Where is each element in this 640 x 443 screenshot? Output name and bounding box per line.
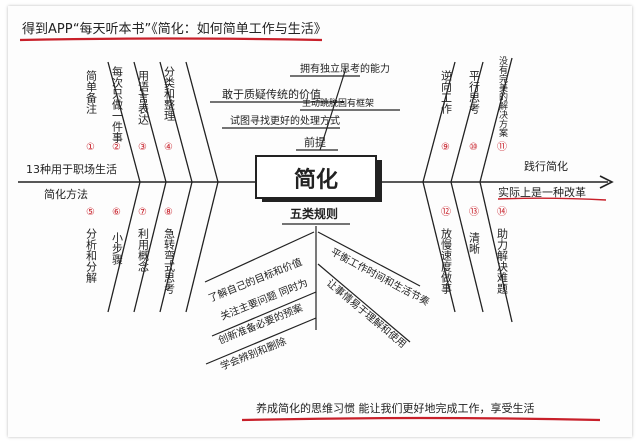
method-bottom-right-3: 助力解决难题 xyxy=(496,227,509,294)
rib-bottom-right-2 xyxy=(450,181,484,313)
rules-label: 五类规则 xyxy=(290,206,338,221)
method-top-left-2: 每次只做一件事 xyxy=(111,65,124,143)
method-bottom-right-2-num: ⑬ xyxy=(469,206,479,218)
premise-1: 拥有独立思考的能力 xyxy=(300,62,390,75)
rib-bottom-left-3 xyxy=(159,181,193,313)
method-top-left-3: 用语言表达 xyxy=(137,70,150,125)
rule-left-line-2 xyxy=(211,291,317,337)
footer-underline xyxy=(241,416,601,422)
method-top-left-1: 简单备注 xyxy=(85,69,98,114)
right-label-line-1: 践行简化 xyxy=(524,159,568,173)
method-bottom-left-4: 急转弯式思考 xyxy=(163,227,176,295)
method-bottom-left-3-num: ⑦ xyxy=(138,207,147,218)
method-bottom-left-4-num: ⑧ xyxy=(164,207,173,218)
method-bottom-left-3: 利用概念 xyxy=(137,228,150,272)
rib-top-left-4 xyxy=(185,61,219,183)
method-top-right-3-num: ⑪ xyxy=(497,141,507,153)
method-top-right-1: 逆向工作 xyxy=(440,69,453,114)
method-top-right-3: 没有完美的解决方案 xyxy=(497,56,508,138)
rule-left-line-1 xyxy=(204,231,315,283)
method-bottom-left-1: 分析和分解 xyxy=(85,228,98,284)
method-top-left-4: 分类和整理 xyxy=(163,66,176,121)
method-bottom-right-2: 清晰 xyxy=(468,232,481,255)
center-title: 简化 xyxy=(294,167,338,193)
right-label-line-2: 实际上是一种改革 xyxy=(498,185,586,199)
premise-3: 主动跳脱固有框架 xyxy=(302,97,374,109)
rib-bottom-left-2 xyxy=(133,181,167,313)
method-top-right-2: 平行思考 xyxy=(468,70,481,115)
rib-top-right-1 xyxy=(422,61,456,183)
rib-top-left-2 xyxy=(133,61,167,183)
rib-bottom-left-1 xyxy=(107,181,141,313)
method-top-left-2-num: ② xyxy=(112,142,121,153)
method-bottom-left-1-num: ⑤ xyxy=(86,207,95,218)
rule-right-line-1 xyxy=(317,231,421,287)
right-label-underline xyxy=(497,197,607,201)
premise-2: 敢于质疑传统的价值 xyxy=(222,87,321,101)
method-bottom-right-1: 放慢速度做事 xyxy=(440,227,453,294)
method-bottom-right-1-num: ⑫ xyxy=(441,206,451,218)
center-box xyxy=(255,155,377,199)
footer-text: 养成简化的思维习惯 能让我们更好地完成工作，享受生活 xyxy=(256,401,535,415)
rib-bottom-left-4 xyxy=(185,181,219,313)
method-top-right-1-num: ⑨ xyxy=(441,142,450,153)
method-bottom-left-2-num: ⑥ xyxy=(112,207,121,218)
rib-bottom-right-1 xyxy=(422,181,456,313)
rule-left-line-3 xyxy=(205,317,317,365)
method-bottom-right-3-num: ⑭ xyxy=(497,206,507,218)
spine-arrow xyxy=(599,175,614,189)
rule-right-line-2 xyxy=(317,263,411,343)
left-label-line-1: 13种用于职场生活 xyxy=(26,162,117,176)
premise-label: 前提 xyxy=(304,135,326,149)
premise-4: 试图寻找更好的处理方式 xyxy=(230,114,340,127)
rib-top-left-1 xyxy=(107,61,141,183)
method-top-left-4-num: ④ xyxy=(164,142,173,153)
left-label-line-2: 简化方法 xyxy=(44,187,88,201)
method-top-left-1-num: ① xyxy=(86,142,95,153)
rib-top-right-3 xyxy=(479,57,513,183)
premise-stem xyxy=(319,67,347,151)
header-title: 得到APP“每天听本书”《简化：如何简单工作与生活》 xyxy=(22,21,327,37)
method-top-right-2-num: ⑩ xyxy=(469,142,478,153)
header-underline xyxy=(19,37,323,42)
rib-bottom-right-3 xyxy=(479,181,513,323)
rib-top-left-3 xyxy=(159,61,193,183)
method-top-left-3-num: ③ xyxy=(138,142,147,153)
method-bottom-left-2: 小步骤 xyxy=(111,232,124,266)
rib-top-right-2 xyxy=(450,61,484,183)
